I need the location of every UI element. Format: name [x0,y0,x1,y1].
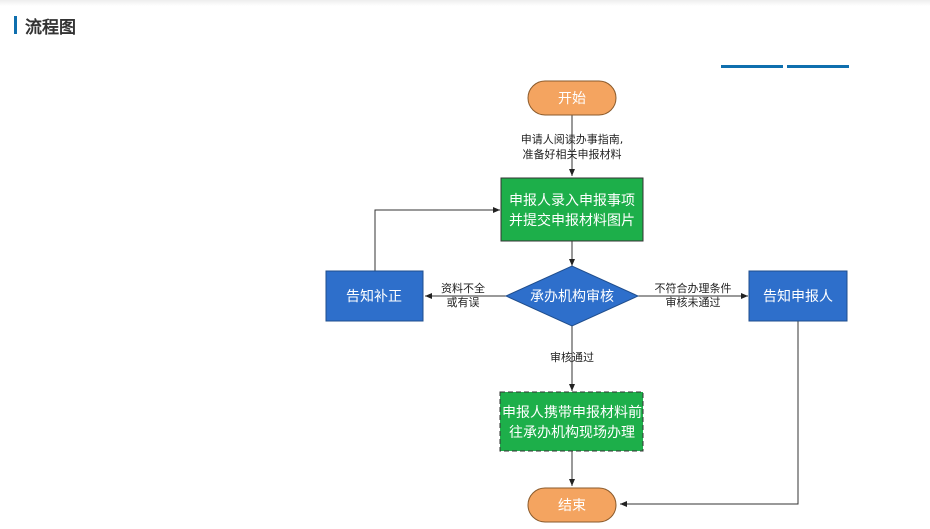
onsite-line1: 申报人携带申报材料前 [502,404,642,421]
tab-indicator-2[interactable] [787,65,849,68]
onsite-node [499,391,644,452]
notify-node [748,270,848,322]
reject-line1: 不符合办理条件 [655,281,732,295]
submit-line2: 并提交申报材料图片 [509,212,635,229]
section-accent-bar [14,16,17,34]
review-decision [504,265,640,327]
correction-node [325,270,424,322]
approved-label: 审核通过 [550,350,594,364]
top-shadow [0,0,930,6]
end-label: 结束 [558,498,586,514]
arrow-notify-to-end [620,321,799,507]
prep-note-line2: 准备好相关申报材料 [523,147,622,161]
incomplete-line1: 资料不全 [441,281,485,295]
submit-node [500,177,644,242]
start-node [527,80,617,116]
submit-line1: 申报人录入申报事项 [509,193,635,209]
section-header: 流程图 [14,14,76,38]
onsite-line2: 往承办机构现场办理 [509,425,635,441]
reject-line2: 审核未通过 [666,295,721,309]
section-title: 流程图 [25,17,76,38]
tab-indicator-1[interactable] [721,65,783,68]
review-label: 承办机构审核 [530,289,614,305]
notify-label: 告知申报人 [763,288,833,305]
start-label: 开始 [558,91,586,107]
arrow-correction-to-submit [374,207,500,271]
prep-note-line1: 申请人阅读办事指南, [521,132,624,146]
incomplete-line2: 或有误 [447,295,480,309]
end-node [527,487,617,523]
correction-label: 告知补正 [346,288,402,305]
